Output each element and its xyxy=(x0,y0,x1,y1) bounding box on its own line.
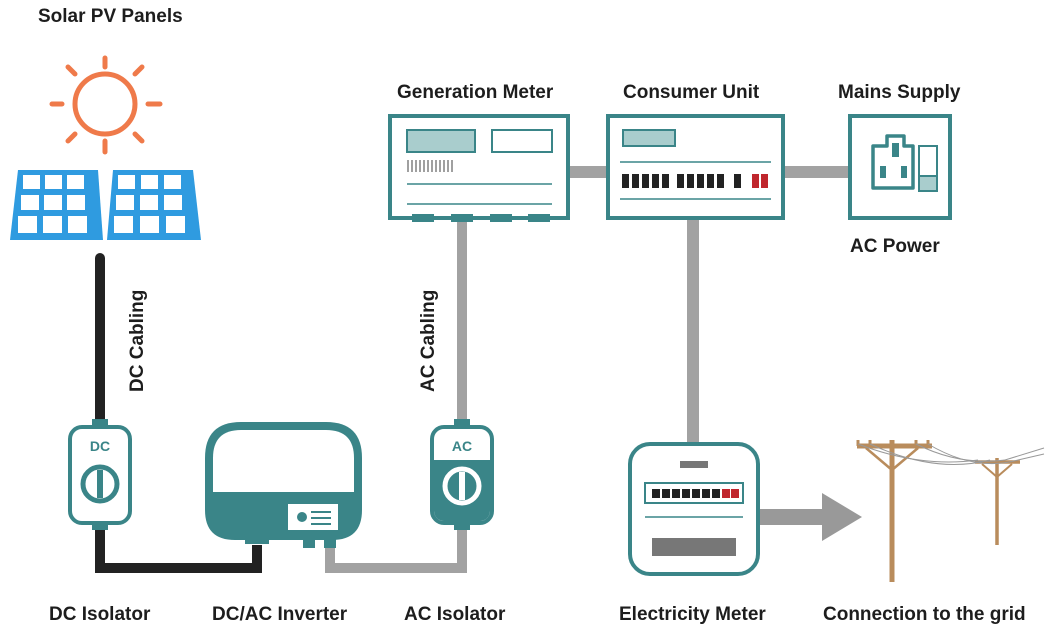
dc-cabling-label: DC Cabling xyxy=(127,289,148,392)
power-pole-icon xyxy=(856,440,1045,582)
connection-to-grid-label: Connection to the grid xyxy=(823,604,1026,625)
ac-cable-bottom xyxy=(325,528,467,573)
socket-icon xyxy=(848,114,952,220)
consumer-unit-label: Consumer Unit xyxy=(623,82,760,103)
breaker-row xyxy=(622,174,768,188)
cables xyxy=(95,166,850,573)
solar-panel-icon xyxy=(10,170,201,240)
dc-isolator-label: DC Isolator xyxy=(49,604,151,625)
ac-isolator: AC xyxy=(430,419,494,530)
ac-isolator-label: AC Isolator xyxy=(404,604,506,625)
generation-meter xyxy=(388,114,570,222)
solar-pv-panels-label: Solar PV Panels xyxy=(38,6,183,27)
arrow-icon xyxy=(760,493,862,541)
consumer-unit xyxy=(606,114,785,220)
ac-cabling-label: AC Cabling xyxy=(418,289,439,392)
mains-supply-label: Mains Supply xyxy=(838,82,961,103)
generation-meter-label: Generation Meter xyxy=(397,82,554,103)
dc-isolator: DC xyxy=(68,419,132,530)
dc-cable-bottom xyxy=(95,528,262,573)
ac-power-label: AC Power xyxy=(850,236,940,257)
ac-isolator-tag: AC xyxy=(452,438,472,454)
electricity-meter xyxy=(628,442,760,576)
dc-ac-inverter-label: DC/AC Inverter xyxy=(212,604,348,625)
dc-isolator-tag: DC xyxy=(90,438,110,454)
electricity-meter-label: Electricity Meter xyxy=(619,604,766,625)
sun-icon xyxy=(49,55,163,155)
inverter xyxy=(205,422,362,548)
